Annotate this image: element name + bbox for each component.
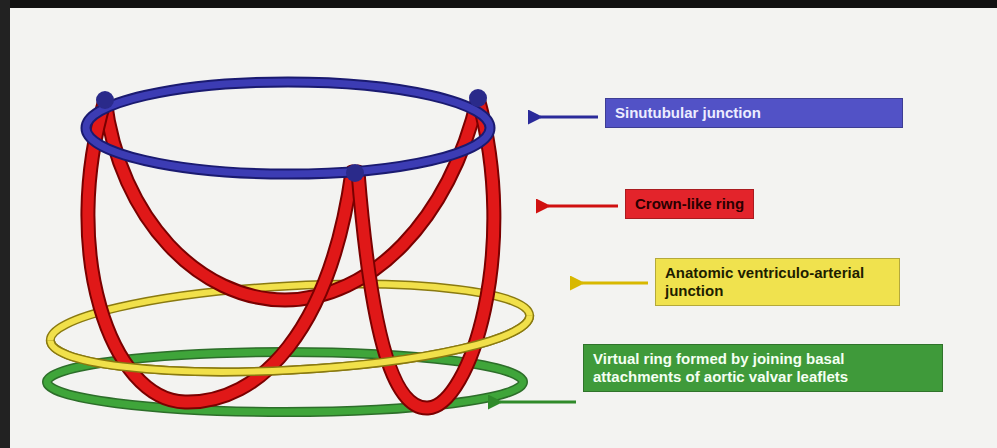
commissure-dot [96, 91, 114, 109]
ventriculo-arterial-ring-front-outline [50, 315, 532, 382]
leader-arrow [548, 205, 618, 208]
label-text: Virtual ring formed by joining basal att… [593, 350, 933, 386]
crown-scallop [105, 98, 478, 300]
virtual-ring-label-box: Virtual ring formed by joining basal att… [583, 344, 943, 392]
leader-arrow [500, 401, 576, 404]
sinutubular-label-box: Sinutubular junction [605, 98, 903, 128]
label-text: Crown-like ring [635, 195, 744, 213]
top-band [0, 0, 997, 8]
leader-arrow [540, 116, 598, 119]
ventriculo-arterial-label-box: Anatomic ventriculo-arterial junction [655, 258, 900, 306]
commissure-dot [346, 164, 364, 182]
leader-arrow [582, 282, 648, 285]
crown-scallop-outline [105, 98, 478, 300]
crown-scallop-outline [88, 100, 352, 402]
left-band [0, 0, 10, 448]
label-text: Anatomic ventriculo-arterial junction [665, 264, 890, 300]
commissure-dot [469, 89, 487, 107]
label-text: Sinutubular junction [615, 104, 893, 122]
crown-scallop [88, 100, 352, 402]
ventriculo-arterial-ring-front [50, 315, 532, 382]
sinutubular-ring-outline [86, 82, 490, 174]
crown-ring-label-box: Crown-like ring [625, 189, 754, 219]
sinutubular-ring [86, 82, 490, 174]
